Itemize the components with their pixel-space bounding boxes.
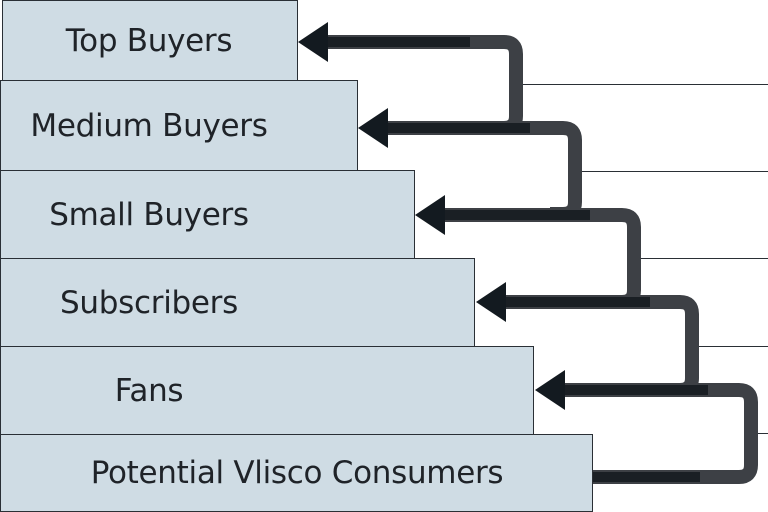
arrow-to-fans [562, 383, 758, 484]
level-small-buyers: Small Buyers [0, 170, 415, 259]
divider-line [637, 258, 768, 259]
arrowhead-icon [298, 22, 328, 62]
arrow-to-top-buyers [325, 35, 523, 135]
level-label: Fans [114, 372, 184, 409]
level-label: Small Buyers [49, 196, 249, 233]
divider-line [755, 433, 768, 434]
level-label: Top Buyers [65, 22, 233, 59]
arrow-to-subscribers [503, 295, 699, 397]
arrow-to-small-buyers [442, 208, 641, 309]
divider-line [578, 171, 768, 172]
level-label: Subscribers [60, 284, 238, 321]
arrowhead-icon [476, 282, 506, 322]
arrowhead-icon [415, 195, 445, 235]
divider-line [696, 346, 768, 347]
arrowhead-icon [358, 108, 388, 148]
level-label: Medium Buyers [30, 107, 268, 144]
level-fans: Fans [0, 346, 534, 435]
level-potential-consumers: Potential Vlisco Consumers [0, 434, 593, 512]
arrow-to-medium-buyers [385, 121, 582, 221]
level-label: Potential Vlisco Consumers [90, 455, 504, 491]
level-subscribers: Subscribers [0, 258, 475, 347]
level-top-buyers: Top Buyers [2, 0, 298, 81]
arrowhead-icon [535, 370, 565, 410]
divider-line [520, 84, 768, 85]
